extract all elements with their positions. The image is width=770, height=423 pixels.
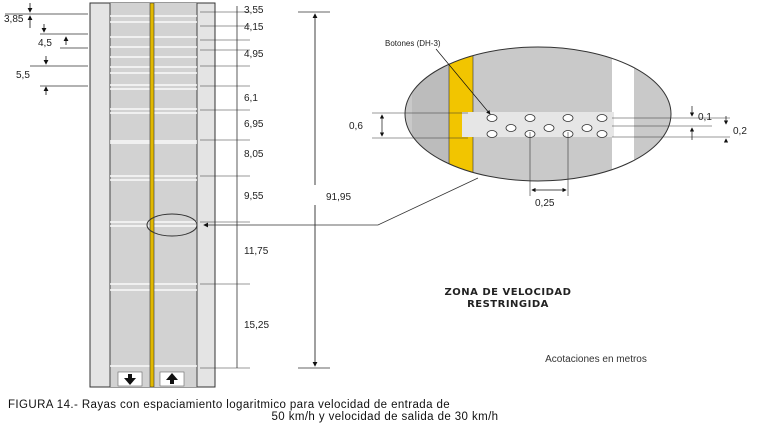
dim-row-gap: 0,1 bbox=[698, 112, 712, 123]
dim-offset: 0,2 bbox=[733, 126, 747, 137]
left-dim-3: 5,5 bbox=[16, 70, 30, 81]
figure-caption-line2: 50 km/h y velocidad de salida de 30 km/h bbox=[272, 411, 499, 423]
buttons-label: Botones (DH-3) bbox=[385, 39, 441, 48]
total-length: 91,95 bbox=[326, 192, 351, 203]
dim-width: 0,6 bbox=[349, 121, 363, 132]
up-arrow-icon bbox=[166, 373, 178, 384]
down-arrow-icon bbox=[124, 374, 136, 385]
detail-white-line bbox=[612, 47, 634, 181]
right-dim-7: 9,55 bbox=[244, 191, 264, 202]
right-dim-4: 6,1 bbox=[244, 93, 258, 104]
right-dim-2: 4,15 bbox=[244, 22, 264, 33]
right-dimensions: 3,55 4,15 4,95 6,1 6,95 8,05 9,55 11,75 15,25 bbox=[200, 5, 269, 369]
road-plan bbox=[89, 2, 216, 388]
right-dim-6: 8,05 bbox=[244, 149, 264, 160]
detail-marker-ellipse bbox=[146, 213, 198, 237]
detail-circle bbox=[404, 46, 672, 182]
raised-button bbox=[596, 114, 608, 122]
raised-button bbox=[543, 124, 555, 132]
left-dim-1: 3,85 bbox=[4, 14, 24, 25]
right-dim-9: 15,25 bbox=[244, 320, 269, 331]
total-dimension: 91,95 bbox=[298, 11, 351, 369]
left-dim-2: 4,5 bbox=[38, 38, 52, 49]
dim-spacing: 0,25 bbox=[535, 198, 555, 209]
figure-caption-line1: FIGURA 14.- Rayas con espaciamiento loga… bbox=[8, 399, 450, 411]
raised-button bbox=[486, 114, 498, 122]
raised-button bbox=[524, 114, 536, 122]
raised-button bbox=[581, 124, 593, 132]
zone-title-line1: ZONA DE VELOCIDAD bbox=[445, 287, 572, 298]
detail-leader bbox=[203, 177, 479, 228]
right-dim-8: 11,75 bbox=[244, 246, 269, 257]
raised-button bbox=[596, 130, 608, 138]
button-stripe bbox=[462, 112, 614, 137]
right-dim-3: 4,95 bbox=[244, 49, 264, 60]
units-note: Acotaciones en metros bbox=[545, 354, 647, 365]
zone-title-line2: RESTRINGIDA bbox=[467, 299, 549, 310]
right-dim-1: 3,55 bbox=[244, 5, 264, 16]
raised-button bbox=[486, 130, 498, 138]
right-dim-5: 6,95 bbox=[244, 119, 264, 130]
raised-button bbox=[562, 114, 574, 122]
left-dimensions: 3,85 4,5 5,5 bbox=[4, 3, 88, 95]
center-line bbox=[149, 2, 155, 388]
button-detail: Botones (DH-3) 0,6 0,1 0,2 0,25 bbox=[349, 39, 747, 209]
raised-button bbox=[505, 124, 517, 132]
